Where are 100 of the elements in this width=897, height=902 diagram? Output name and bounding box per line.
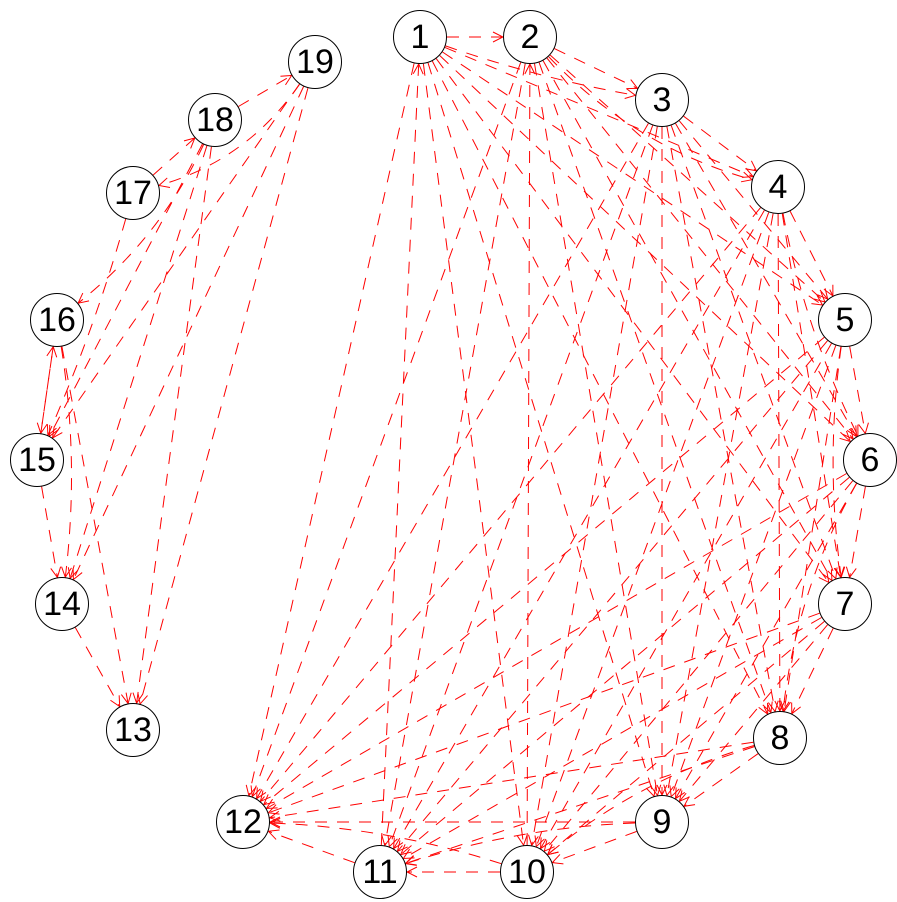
- node-circle: [30, 293, 84, 347]
- arrow: [406, 866, 500, 878]
- node-label: 18: [196, 103, 234, 137]
- arrow: [396, 340, 828, 852]
- arrow: [849, 346, 869, 434]
- arrow: [268, 830, 356, 864]
- node-circle: [106, 703, 160, 757]
- arrow: [554, 48, 638, 90]
- arrow: [782, 213, 859, 436]
- node-label: 16: [38, 303, 76, 337]
- arrow: [544, 480, 854, 852]
- arrow: [436, 58, 830, 583]
- arrow: [266, 473, 848, 809]
- arrow: [538, 62, 773, 714]
- node-circle: [503, 10, 557, 64]
- arrow: [540, 342, 832, 850]
- arrow: [656, 126, 668, 796]
- arrow: [422, 63, 528, 846]
- node-label: 9: [652, 805, 672, 839]
- arrow: [270, 818, 502, 864]
- arrow: [790, 210, 834, 296]
- arrow: [132, 146, 212, 704]
- node-label: 5: [836, 303, 854, 337]
- node-circle: [635, 795, 689, 849]
- arrow: [68, 145, 208, 579]
- node-circle: [753, 711, 807, 765]
- arrow: [49, 143, 203, 437]
- arrow: [552, 830, 638, 864]
- node-label: 1: [410, 20, 430, 54]
- arrow: [250, 62, 522, 798]
- arrow: [666, 126, 779, 712]
- node-circle: [216, 795, 270, 849]
- node-circle: [751, 160, 805, 214]
- arrow: [675, 482, 857, 800]
- arrow: [268, 612, 820, 815]
- arrow: [670, 124, 838, 580]
- node-label: 6: [860, 443, 880, 477]
- arrow: [678, 624, 828, 802]
- node-circle: [818, 577, 872, 631]
- arrow: [36, 346, 54, 434]
- node-label: 8: [770, 721, 790, 755]
- arrow: [534, 63, 662, 796]
- node-circle: [818, 293, 872, 347]
- node-label: 11: [362, 855, 398, 889]
- node-label: 14: [43, 587, 81, 621]
- arrow: [534, 212, 770, 848]
- arrow: [432, 60, 768, 714]
- arrow: [72, 86, 304, 580]
- arrow: [405, 822, 636, 866]
- arrow: [528, 126, 658, 846]
- node-circle: [500, 845, 554, 899]
- arrow: [791, 628, 834, 714]
- node-label: 17: [114, 176, 152, 210]
- arrow: [675, 122, 857, 438]
- arrow: [780, 346, 842, 712]
- arrow: [550, 54, 826, 302]
- node-circle: [10, 433, 64, 487]
- node-label: 2: [520, 20, 540, 54]
- node-circle: [288, 35, 342, 89]
- arrow: [158, 84, 300, 188]
- arrow: [542, 60, 832, 581]
- node-label: 12: [224, 805, 262, 839]
- arrow: [782, 213, 845, 578]
- node-label: 13: [114, 713, 152, 747]
- arrow: [446, 32, 504, 42]
- arrow: [444, 46, 754, 178]
- arrow: [547, 620, 825, 856]
- node-circle: [843, 433, 897, 487]
- arrow: [61, 346, 132, 704]
- arrow: [774, 214, 786, 712]
- arrow: [388, 124, 654, 848]
- arrow: [269, 742, 754, 822]
- node-label: 3: [652, 83, 672, 117]
- arrow: [445, 45, 636, 99]
- node-label: 7: [836, 587, 854, 621]
- node-label: 10: [508, 855, 546, 889]
- arrow: [40, 346, 58, 434]
- arrow: [402, 617, 822, 859]
- arrow: [152, 138, 196, 176]
- node-label: 15: [18, 443, 56, 477]
- arrow: [669, 344, 836, 798]
- arrow: [46, 218, 126, 436]
- arrow: [60, 346, 72, 578]
- arrow: [846, 486, 866, 578]
- node-circle: [393, 10, 447, 64]
- arrow: [78, 144, 204, 304]
- arrow: [380, 64, 424, 846]
- node-circle: [353, 845, 407, 899]
- arrow: [778, 483, 858, 712]
- arrow: [238, 75, 292, 107]
- arrow: [442, 52, 823, 306]
- arrow: [256, 122, 649, 800]
- arrow: [428, 62, 656, 797]
- arrow: [684, 753, 758, 807]
- node-circle: [188, 93, 242, 147]
- arrow: [263, 336, 825, 806]
- arrow: [439, 55, 851, 442]
- arrow: [246, 62, 415, 796]
- arrow: [41, 486, 62, 578]
- arrow: [400, 476, 850, 856]
